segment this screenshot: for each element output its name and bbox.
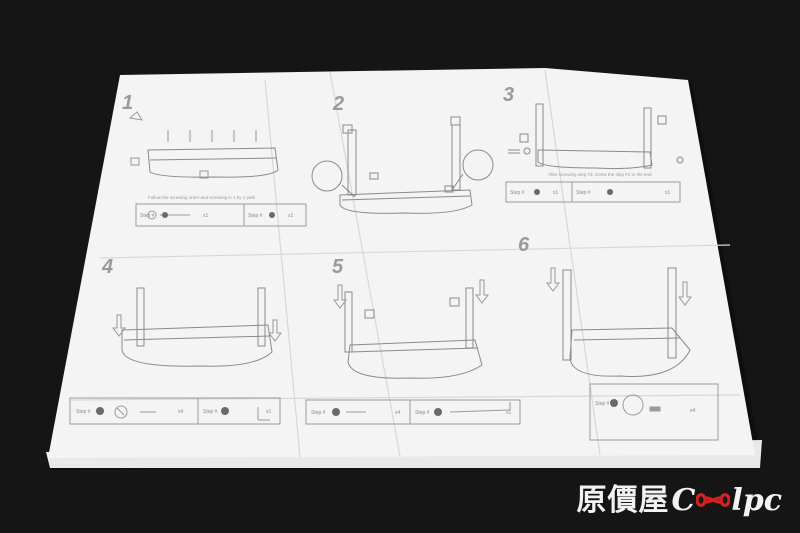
watermark-latin-suffix: lpc bbox=[731, 483, 782, 518]
step-5-diagram bbox=[333, 279, 489, 379]
step-3-caption: After screwing step #3, screw the step #… bbox=[548, 172, 652, 177]
box-9-count: x4 bbox=[690, 408, 696, 414]
box-7-label: Step # bbox=[311, 410, 326, 416]
box-2-count: x1 bbox=[288, 213, 294, 219]
box-9-label: Step # bbox=[595, 401, 610, 407]
box-7-count: x4 bbox=[395, 410, 401, 416]
watermark-latin-text: C lpc bbox=[671, 483, 782, 518]
step-2-number: 2 bbox=[332, 93, 344, 115]
step-3-number: 3 bbox=[503, 84, 514, 106]
step-1-diagram bbox=[128, 111, 279, 179]
box-3-count: x1 bbox=[553, 190, 559, 196]
box-5-label: Step # bbox=[76, 409, 91, 415]
instruction-paper bbox=[48, 68, 755, 458]
step-6-number: 6 bbox=[518, 234, 530, 256]
step-2-diagram bbox=[311, 116, 494, 214]
step-5-number: 5 bbox=[332, 256, 344, 278]
step-4-diagram bbox=[112, 287, 282, 367]
box-1-count: x1 bbox=[203, 213, 209, 219]
watermark-latin-prefix: C bbox=[671, 483, 696, 518]
box-8-count: x1 bbox=[506, 410, 512, 416]
parts-boxes bbox=[69, 181, 719, 441]
box-step-badges bbox=[96, 189, 618, 416]
box-3-label: Step # bbox=[510, 190, 525, 196]
step-4-number: 4 bbox=[101, 256, 113, 278]
step-1-number: 1 bbox=[122, 92, 133, 114]
step-3-diagram bbox=[508, 103, 684, 170]
infinity-loop-icon bbox=[696, 490, 731, 510]
step-1-caption: Follow the screwing order and screwing i… bbox=[148, 195, 257, 200]
box-8-label: Step # bbox=[415, 410, 430, 416]
step-6-diagram bbox=[546, 267, 692, 377]
box-2-label: Step # bbox=[248, 213, 263, 219]
box-6-count: x1 bbox=[266, 409, 272, 415]
box-5-count: x4 bbox=[178, 409, 184, 415]
box-4-count: x1 bbox=[665, 190, 671, 196]
box-1-label: Step # bbox=[140, 213, 155, 219]
box-6-label: Step # bbox=[203, 409, 218, 415]
watermark-logo: 原價屋 C lpc bbox=[576, 475, 782, 519]
box-4-label: Step # bbox=[576, 190, 591, 196]
watermark-cjk-text: 原價屋 bbox=[576, 483, 670, 518]
